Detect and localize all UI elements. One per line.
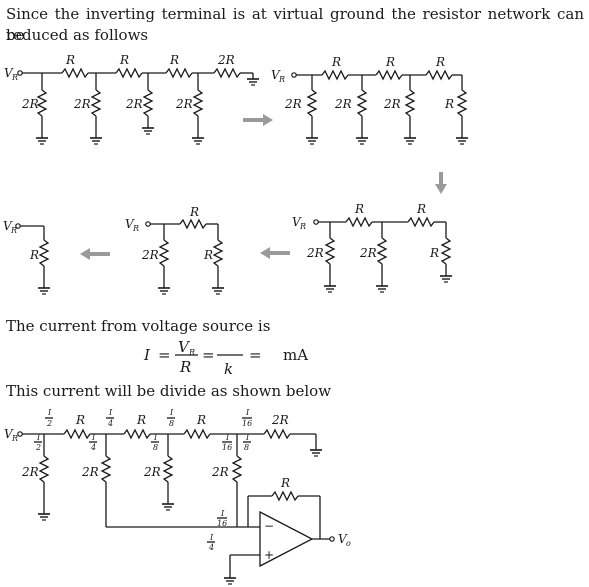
res-label: R [29, 248, 39, 262]
frac-den: 16 [242, 419, 252, 428]
arrow-left-icon [80, 248, 110, 260]
vr-sub: R [132, 224, 139, 233]
frac-den: 8 [244, 443, 249, 452]
frac-num: I [245, 433, 250, 442]
vr-label: V [4, 66, 14, 80]
vr-label: V [3, 219, 13, 233]
eq-num: V [178, 338, 191, 356]
res-label: 2R [73, 97, 91, 111]
eq-den2: k [224, 360, 233, 378]
op-amp-minus: − [264, 519, 274, 533]
circuit-d: V R R 2R R [125, 205, 225, 295]
res-label: R [189, 205, 199, 219]
res-label: R [385, 55, 395, 69]
res-label: 2R [21, 97, 39, 111]
arrow-right-icon [243, 114, 273, 126]
current-equation: I = V R R = k = mA [143, 338, 308, 378]
res-label: R [416, 202, 426, 216]
arrow-left-icon [260, 247, 290, 259]
res-label: 2R [175, 97, 193, 111]
frac-num: I [169, 408, 174, 417]
res-label: 2R [271, 413, 289, 427]
res-label: 2R [141, 248, 159, 262]
res-label: R [444, 97, 454, 111]
vo-sub: o [346, 539, 351, 548]
circuit-f: V R R R R 2R I 2 I 4 I 8 I 16 [4, 408, 351, 585]
frac-num: I [225, 433, 230, 442]
vr-sub: R [11, 434, 18, 443]
frac-num: I [153, 433, 158, 442]
vo-label: V [338, 532, 348, 546]
frac-num: I [245, 408, 250, 417]
divide-text: This current will be divide as shown bel… [6, 382, 332, 400]
res-label: R [65, 53, 75, 67]
vr-label: V [292, 215, 302, 229]
frac-num: I [108, 408, 113, 417]
frac-num: I [91, 433, 96, 442]
frac-num: I [209, 533, 214, 542]
res-label: R [435, 55, 445, 69]
frac-den: 16 [222, 443, 232, 452]
res-label: 2R [334, 97, 352, 111]
res-label: 2R [284, 97, 302, 111]
arrow-down-icon [435, 172, 447, 194]
frac-num: I [47, 408, 52, 417]
res-label: 2R [383, 97, 401, 111]
frac-num: I [220, 509, 225, 518]
frac-den: 4 [107, 419, 113, 428]
current-fractions: I 2 I 4 I 8 I 16 I 2 I 4 I 8 I 16 I [34, 408, 252, 552]
vr-sub: R [278, 75, 285, 84]
res-label: 2R [143, 465, 161, 479]
res-label: R [196, 413, 206, 427]
frac-num: I [36, 433, 41, 442]
vr-label: V [4, 427, 14, 441]
res-label: 2R [306, 246, 324, 260]
op-amp-plus: + [264, 548, 274, 562]
current-text: The current from voltage source is [6, 317, 271, 335]
frac-den: 8 [153, 443, 158, 452]
frac-den: 2 [46, 419, 52, 428]
res-label: 2R [359, 246, 377, 260]
res-label: 2R [217, 53, 235, 67]
res-label: R [280, 476, 290, 490]
circuit-c: V R R R 2R 2R R [292, 202, 453, 293]
frac-den: 4 [208, 543, 214, 552]
eq-sign: = [202, 346, 215, 364]
frac-den: 16 [217, 519, 227, 528]
res-label: R [169, 53, 179, 67]
res-label: R [75, 413, 85, 427]
intro-text: Since the inverting terminal is at virtu… [6, 5, 584, 44]
res-label: R [429, 246, 439, 260]
eq-lhs: I [143, 346, 151, 364]
frac-den: 2 [35, 443, 41, 452]
eq-sign: = [249, 346, 262, 364]
circuit-e: V R R [3, 219, 51, 295]
res-label: 2R [21, 465, 39, 479]
res-label: R [331, 55, 341, 69]
intro-text-2: reduced as follows [6, 26, 149, 44]
res-label: R [119, 53, 129, 67]
res-label: 2R [211, 465, 229, 479]
res-label: 2R [81, 465, 99, 479]
eq-num-sub: R [188, 348, 195, 357]
vr-sub: R [10, 226, 17, 235]
circuit-a: V R R R R 2R 2R 2R 2R 2R [4, 53, 260, 145]
circuit-b: V R R R R 2R 2R 2R R [271, 55, 469, 145]
res-label: R [354, 202, 364, 216]
res-label: R [203, 248, 213, 262]
frac-den: 8 [169, 419, 174, 428]
vr-sub: R [11, 73, 18, 82]
vr-label: V [271, 68, 281, 82]
op-amp [259, 510, 314, 568]
frac-den: 4 [90, 443, 96, 452]
vr-sub: R [299, 222, 306, 231]
eq-sign: = [158, 346, 171, 364]
res-label: 2R [125, 97, 143, 111]
eq-den: R [179, 358, 191, 376]
res-label: R [136, 413, 146, 427]
vr-label: V [125, 217, 135, 231]
eq-unit: mA [283, 346, 308, 364]
